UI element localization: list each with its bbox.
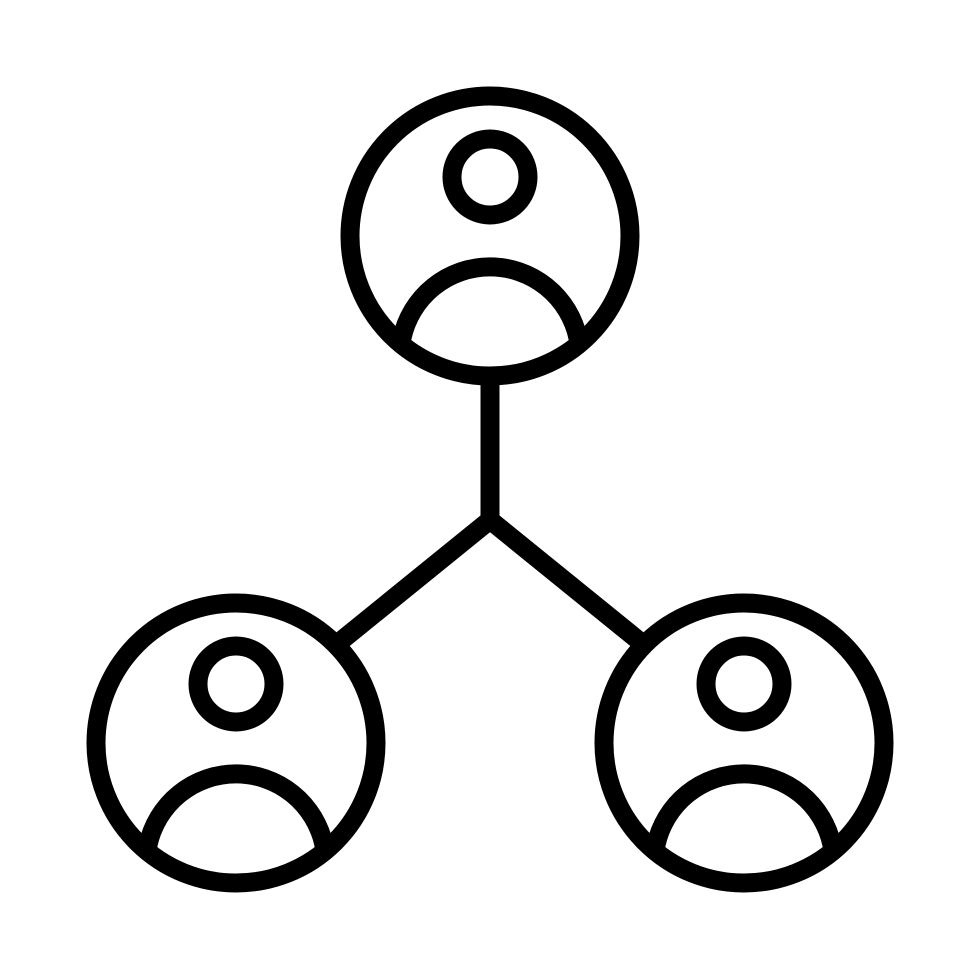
user-head-icon [696, 636, 792, 732]
user-node-bottom-right [594, 593, 894, 893]
user-node-outline [86, 593, 386, 893]
user-shoulders-icon [138, 764, 334, 855]
user-node-outline [340, 86, 640, 386]
user-shoulders-icon [646, 764, 842, 855]
user-node-top [340, 86, 640, 386]
user-node-bottom-left [86, 593, 386, 893]
connector-right [480, 510, 648, 650]
connector-group [332, 375, 648, 650]
user-node-outline [594, 593, 894, 893]
user-shoulders-icon [392, 257, 588, 348]
user-head-icon [188, 636, 284, 732]
user-head-icon [442, 129, 538, 225]
connector-left [332, 510, 500, 650]
